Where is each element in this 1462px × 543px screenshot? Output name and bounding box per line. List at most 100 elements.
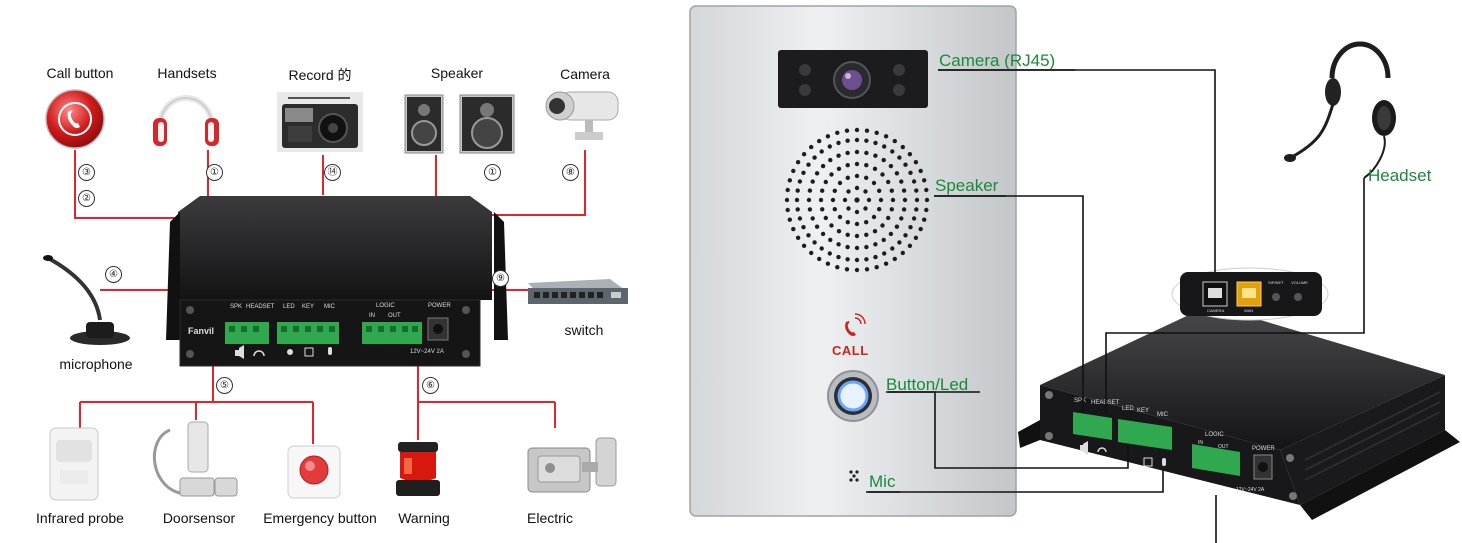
grille-hole: [888, 231, 894, 237]
grille-hole: [795, 207, 800, 212]
right-panel-power-label: POWER: [1252, 446, 1275, 452]
grille-hole: [886, 179, 891, 185]
grille-hole: [807, 207, 813, 212]
right-panel-spk-label: SPK: [1074, 398, 1087, 404]
grille-hole: [890, 197, 896, 203]
grille-hole: [907, 243, 913, 248]
grille-hole: [908, 225, 913, 230]
grille-hole: [818, 197, 824, 203]
speaker-grille: [784, 127, 930, 273]
grille-hole: [854, 197, 860, 203]
doorsensor-label: Doorsensor: [162, 510, 236, 526]
grille-hole: [845, 244, 850, 250]
grille-hole: [809, 250, 814, 256]
grille-hole: [812, 240, 817, 245]
grille-hole: [825, 261, 831, 266]
grille-hole: [829, 223, 834, 228]
port-number-sensors: ⑤: [216, 377, 233, 394]
grille-hole: [801, 152, 807, 157]
grille-hole: [864, 150, 869, 156]
port-number-handsets: ①: [206, 164, 223, 181]
grille-hole: [911, 216, 917, 221]
grille-hole: [784, 197, 790, 203]
grille-hole: [873, 254, 878, 260]
microphone-label: microphone: [59, 356, 133, 372]
grille-hole: [791, 226, 796, 232]
grille-hole: [880, 172, 885, 177]
grille-hole: [922, 217, 927, 222]
grille-hole: [892, 138, 897, 144]
electric-lock-icon: [527, 437, 617, 493]
grille-hole: [899, 216, 904, 221]
right-panel-out-label: OUT: [1218, 444, 1229, 450]
grille-hole: [829, 172, 834, 177]
right-panel-power-rating: 12V~24V 2A: [1236, 487, 1265, 493]
left-panel-mic-label: MIC: [324, 304, 335, 310]
grille-hole: [806, 233, 811, 238]
left-panel-spk-label: SPK: [230, 304, 243, 310]
grille-hole: [785, 207, 790, 213]
grille-hole: [913, 235, 919, 240]
grille-hole: [845, 138, 850, 143]
grille-hole: [924, 187, 929, 193]
speaker-label-left: Speaker: [430, 65, 484, 81]
grille-hole: [914, 207, 919, 212]
grille-hole: [883, 261, 889, 266]
grille-hole: [807, 188, 813, 193]
grille-hole: [842, 197, 848, 203]
call-button-label: Call button: [46, 65, 114, 81]
grille-hole: [918, 226, 923, 232]
grille-hole: [907, 152, 913, 157]
grille-hole: [882, 144, 887, 149]
grille-hole: [899, 179, 904, 184]
grille-hole: [844, 128, 850, 133]
grille-hole: [832, 207, 837, 212]
grille-hole: [845, 150, 850, 156]
grille-hole: [874, 265, 879, 270]
grille-hole: [820, 207, 825, 212]
headphones-icon: [153, 95, 219, 146]
grille-hole: [797, 216, 803, 221]
grille-hole: [894, 224, 900, 229]
grille-hole: [809, 144, 814, 150]
grille-hole: [864, 267, 870, 272]
grille-hole: [806, 162, 811, 167]
grille-hole: [873, 242, 878, 247]
grille-hole: [864, 257, 869, 262]
grille-hole: [897, 240, 902, 245]
grille-hole: [854, 137, 860, 143]
grille-hole: [854, 267, 860, 273]
handsets-label: Handsets: [157, 65, 217, 81]
grille-hole: [901, 207, 907, 212]
port-number-switch: ⑨: [492, 270, 509, 287]
right-panel-in-label: IN: [1198, 440, 1203, 446]
left-controller-device: [166, 196, 508, 367]
button-led-label: Button/Led: [886, 375, 969, 394]
mic-label-right: Mic: [869, 472, 896, 491]
grille-hole: [837, 180, 843, 186]
grille-hole: [854, 173, 860, 179]
grille-hole: [914, 188, 919, 193]
electric-label: Electric: [527, 510, 573, 526]
right-panel-logic-label: LOGIC: [1205, 432, 1224, 438]
inset-wan-port-label: WAN: [1244, 308, 1254, 313]
grille-hole: [883, 134, 889, 139]
grille-hole: [836, 140, 841, 146]
grille-hole: [814, 171, 820, 176]
inset-sipnet-label: SIP/NET: [1268, 280, 1284, 285]
port-number-call-b: ②: [78, 190, 95, 207]
grille-hole: [823, 215, 828, 221]
door-sensor-icon: [153, 421, 238, 497]
right-panel-led-label: LED: [1122, 406, 1134, 412]
grille-hole: [918, 168, 923, 174]
left-panel-brand: Fanvil: [188, 326, 215, 336]
grille-hole: [882, 251, 887, 256]
grille-hole: [889, 188, 894, 193]
grille-hole: [922, 178, 927, 183]
grille-hole: [924, 197, 930, 203]
emergency-button-icon: [287, 445, 341, 499]
left-panel-key-label: KEY: [302, 304, 315, 310]
